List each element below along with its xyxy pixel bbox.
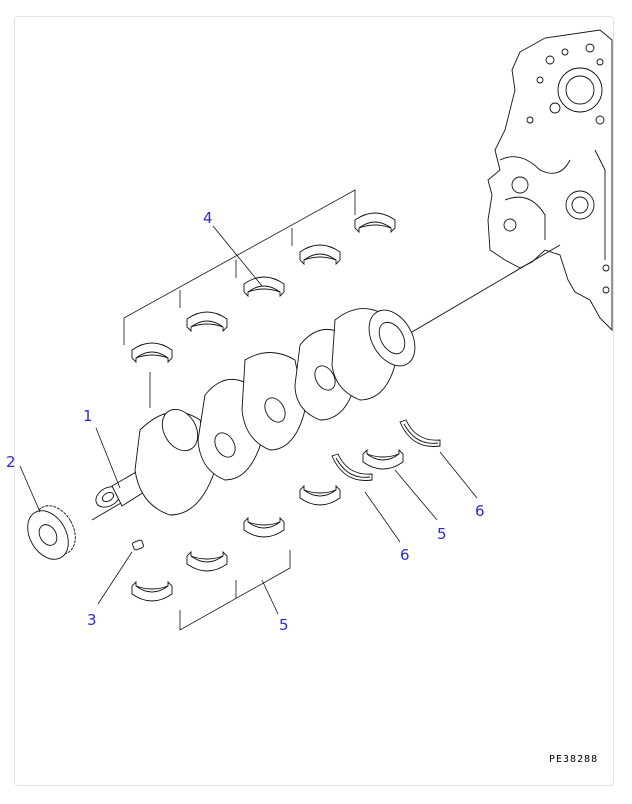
leader-6b: [439, 451, 478, 499]
engine-block: [487, 29, 613, 332]
leader-5a: [261, 579, 279, 615]
leader-6a: [364, 491, 401, 543]
callout-5-right: 5: [437, 525, 447, 543]
leader-3: [97, 551, 133, 605]
leader-4: [212, 225, 263, 287]
bracket-5-lower: [179, 550, 291, 631]
drawing-code: PE38288: [549, 754, 598, 765]
callout-6-left: 6: [400, 546, 410, 564]
crank-gear: [27, 505, 76, 560]
callout-5-lower: 5: [279, 616, 289, 634]
callout-4: 4: [203, 209, 213, 227]
callout-3: 3: [87, 611, 97, 629]
callout-1: 1: [83, 407, 93, 425]
leader-2: [19, 465, 41, 513]
leader-1: [95, 427, 121, 489]
crankshaft: [95, 308, 416, 516]
callout-2: 2: [6, 453, 16, 471]
bracket-4: [123, 189, 356, 345]
woodruff-key: [132, 539, 144, 551]
callout-6-right: 6: [475, 502, 485, 520]
leader-5b: [394, 469, 438, 521]
thrust-group: [331, 419, 441, 481]
